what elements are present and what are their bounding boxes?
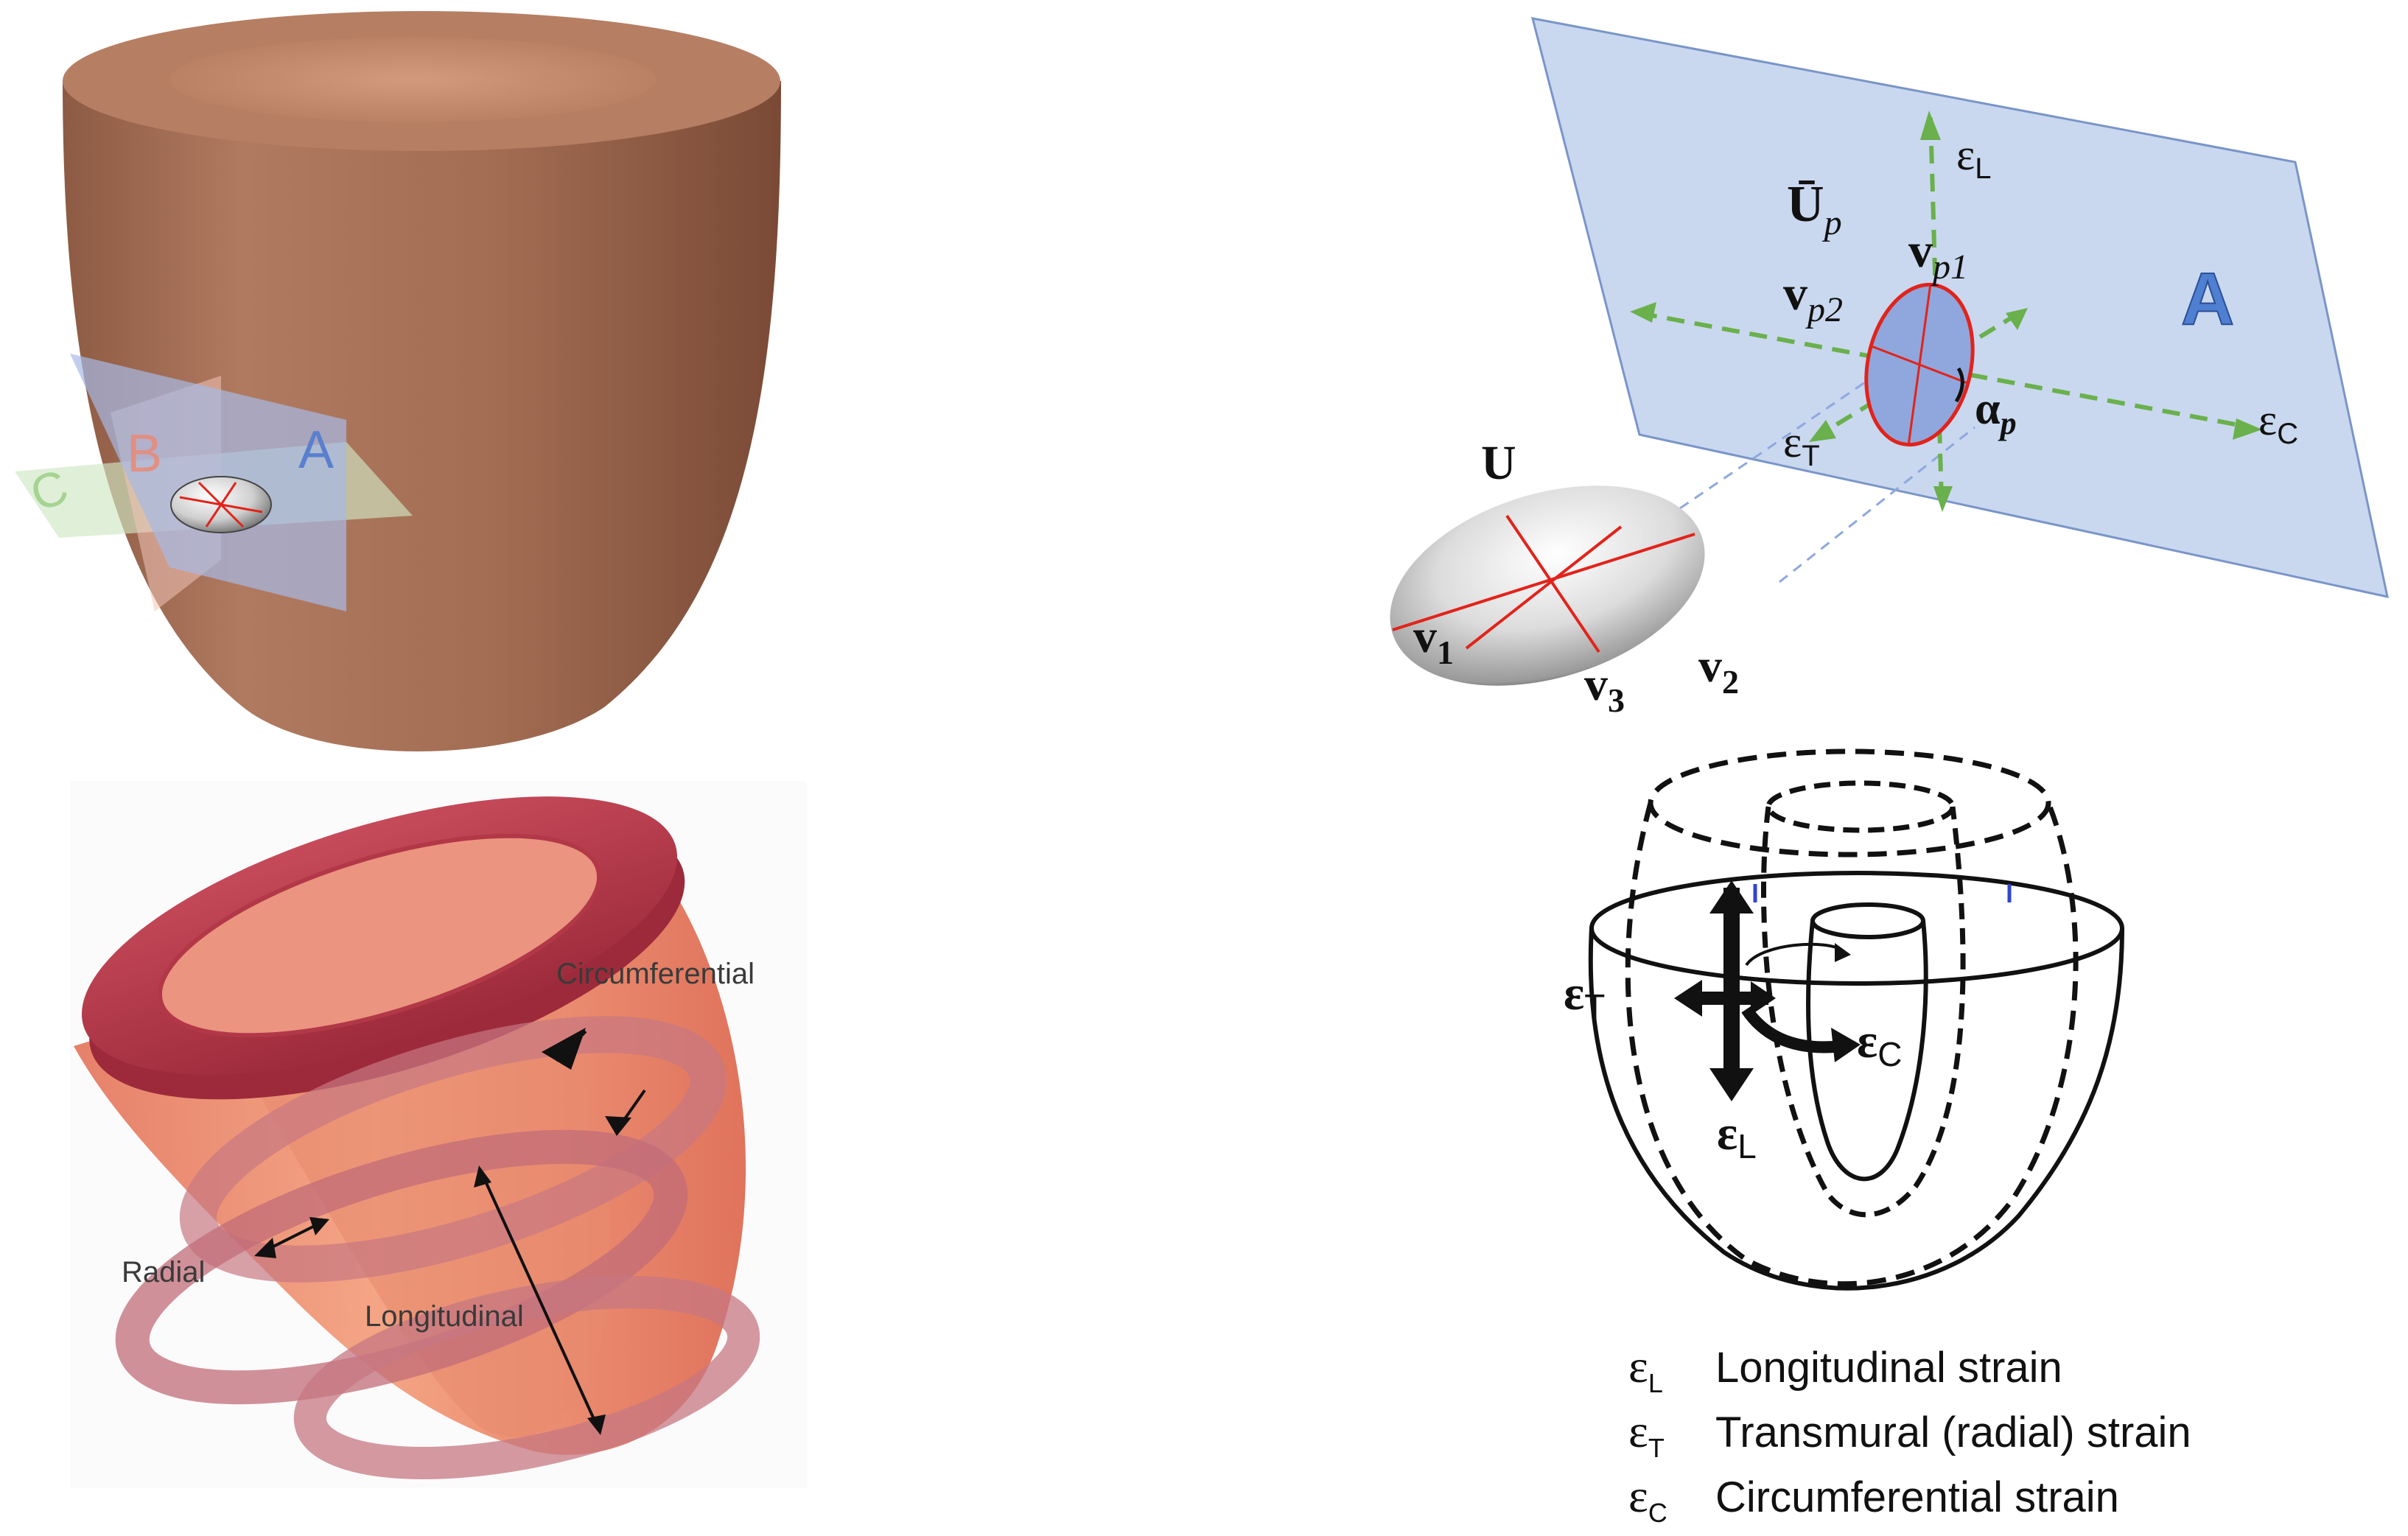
arrowhead — [1831, 1028, 1861, 1062]
strain-label-l: εL — [1956, 130, 1991, 185]
legend-row-longitudinal: εL Longitudinal strain — [1628, 1339, 2062, 1399]
legend-symbol: εL — [1628, 1340, 1663, 1398]
circumferential-ring — [179, 1016, 727, 1283]
ellipsoid-u — [1390, 485, 1705, 686]
legend-symbol: εC — [1628, 1470, 1667, 1528]
legend-row-circumferential: εC Circumferential strain — [1628, 1469, 2119, 1529]
outer-wall-dashed — [1625, 802, 2079, 1287]
arrowhead — [1630, 302, 1656, 323]
strain-label-c: εC — [1857, 1014, 1902, 1073]
legend-row-transmural: εT Transmural (radial) strain — [1628, 1404, 2191, 1464]
inner-wall-dashed — [1761, 806, 1966, 1218]
strain-label-l: εL — [1717, 1107, 1757, 1165]
arrowhead — [1709, 1068, 1754, 1101]
projection-line — [1779, 426, 1975, 583]
outer-rim-dashed — [1648, 748, 2051, 858]
arrowhead — [2006, 308, 2028, 330]
legend-text: Longitudinal strain — [1715, 1344, 2062, 1392]
inner-rim-dashed — [1765, 780, 1956, 833]
arrowhead — [1751, 981, 1776, 1015]
vector-label-vp2: vp2 — [1783, 267, 1843, 329]
strain-label-c: εC — [2258, 396, 2298, 450]
legend-text: Circumferential strain — [1715, 1473, 2119, 1521]
angle-arc — [1954, 367, 1964, 403]
heart-strain-diagram: εT εC εL — [1564, 748, 2124, 1291]
ellipsoid-label-u: U — [1481, 436, 1516, 490]
heart-inner-cavity — [169, 37, 656, 122]
arrowhead — [309, 1217, 329, 1235]
arrowhead — [254, 1238, 276, 1258]
angle-label: αp — [1975, 384, 2017, 441]
vector-label-vp1: vp1 — [1908, 224, 1968, 287]
longitudinal-label: Longitudinal — [365, 1300, 524, 1333]
plane-label-b: B — [127, 424, 162, 483]
vector-label-v1: v1 — [1413, 610, 1454, 671]
strain-c-arrow — [1741, 1006, 1843, 1053]
arrowhead — [1835, 943, 1851, 962]
arrowhead — [474, 1165, 491, 1188]
inner-cavity-solid — [1806, 920, 1928, 1182]
axis-line — [1392, 533, 1695, 631]
curved-arrow — [1745, 942, 1844, 967]
arrowhead — [542, 1028, 586, 1070]
ellipsoid-projection-panel: A U Ūp vp1 vp2 αp εL εC εT v1 v3 v2 — [1390, 17, 2389, 719]
radial-label: Radial — [122, 1256, 205, 1288]
arrowhead — [1920, 111, 1941, 140]
longitudinal-arrow — [481, 1174, 598, 1426]
mid-ring-solid — [1589, 871, 2124, 986]
vector-label-v2: v2 — [1698, 639, 1739, 701]
projection-label-u: Ūp — [1787, 176, 1842, 242]
arrowhead — [2233, 418, 2262, 440]
arrowhead — [605, 1116, 631, 1136]
strain-l-axis — [1928, 117, 1944, 502]
axis-line — [1465, 525, 1623, 650]
arrowhead — [1674, 980, 1702, 1017]
arrowhead — [1933, 486, 1953, 512]
arrowhead — [587, 1414, 606, 1435]
strain-label-t: εT — [1783, 418, 1820, 472]
outer-wall-solid — [1588, 927, 2124, 1291]
middle-ring — [115, 1129, 688, 1405]
axis-line — [1871, 345, 1968, 385]
vector-label-v3: v3 — [1584, 658, 1625, 719]
strain-label-t: εT — [1564, 967, 1605, 1025]
legend-text: Transmural (radial) strain — [1715, 1409, 2191, 1456]
legend-symbol: εT — [1628, 1405, 1665, 1463]
bottom-ring — [293, 1275, 760, 1480]
strain-cone-panel: Circumferential Radial Longitudinal — [70, 781, 807, 1488]
plane-label-a-large: A — [2181, 258, 2234, 340]
axis-line — [205, 482, 237, 527]
plane-label-a: A — [298, 421, 334, 480]
circumferential-label: Circumferential — [556, 958, 755, 990]
axis-line — [1505, 514, 1600, 653]
top-ring — [81, 796, 685, 1100]
heart-planes-panel: A B C — [15, 11, 781, 751]
inner-cavity-rim — [1810, 902, 1925, 939]
arrowhead — [1809, 420, 1836, 442]
arrowhead — [1709, 880, 1754, 913]
